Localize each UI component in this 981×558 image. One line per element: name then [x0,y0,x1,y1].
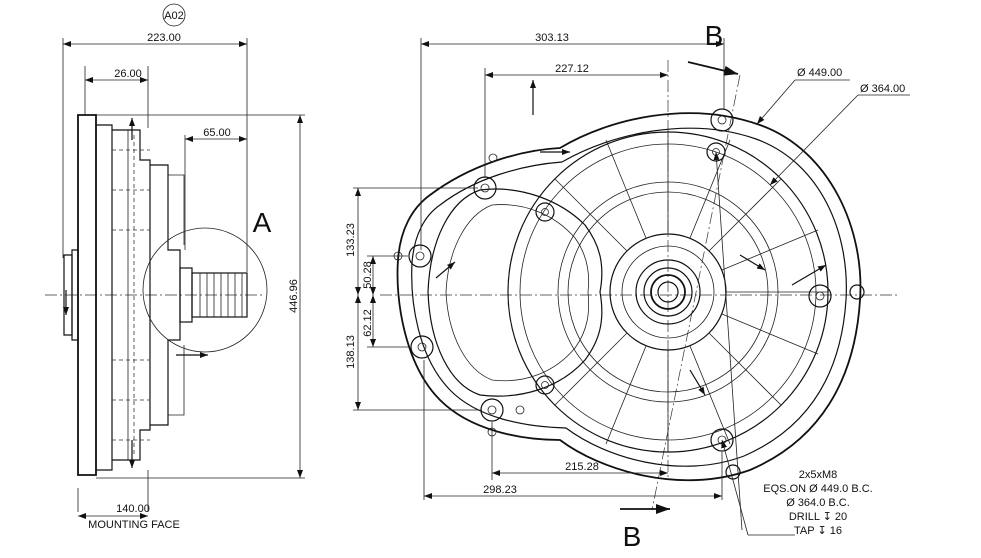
dim-dia-outer: Ø 449.00 [797,67,842,79]
hole-note-line-1: 2x5xM8 [799,469,838,481]
hole-note-line-4: DRILL ↧ 20 [789,511,847,523]
dim-mounting-offset: 140.00 [116,503,150,515]
front-view: B B [345,20,910,552]
radial-ribs [554,132,828,452]
hole-note-line-2: EQS.ON Ø 449.0 B.C. [763,483,872,495]
section-label-top: B [705,20,724,51]
side-view: A 223.00 26.00 65.00 446.96 140.00 MOUNT… [45,32,305,531]
sheet-tag-text: A02 [164,10,184,22]
mounting-face-label: MOUNTING FACE [88,519,180,531]
spline-teeth [199,273,243,317]
dim-width-overall: 303.13 [535,32,569,44]
hole-note: 2x5xM8 EQS.ON Ø 449.0 B.C. Ø 364.0 B.C. … [763,469,872,537]
hole-note-line-5: TAP ↧ 16 [794,525,842,537]
dim-width-center: 227.12 [555,63,589,75]
hole-note-line-3: Ø 364.0 B.C. [786,497,850,509]
dim-v-center-lower: 62.12 [362,309,374,337]
detail-a-label: A [253,207,272,238]
dim-dia-inner: Ø 364.00 [860,83,905,95]
dim-h-bottom-outer: 298.23 [483,484,517,496]
section-line-b [651,74,741,511]
dim-overall-width: 223.00 [147,32,181,44]
detail-a-circle [142,227,268,353]
sheet-tag: A02 [162,3,186,27]
dim-hub-offset: 65.00 [203,127,231,139]
dim-v-center-upper: 50.28 [362,261,374,289]
dim-v-lower: 138.13 [345,335,357,369]
dim-flange-depth: 26.00 [114,68,142,80]
dim-h-bottom-inner: 215.28 [565,461,599,473]
dim-v-upper: 133.23 [345,223,357,257]
section-label-bottom: B [623,521,642,552]
dim-height: 446.96 [288,279,300,313]
bolt-bosses [393,108,865,480]
housing-outline [396,112,862,482]
